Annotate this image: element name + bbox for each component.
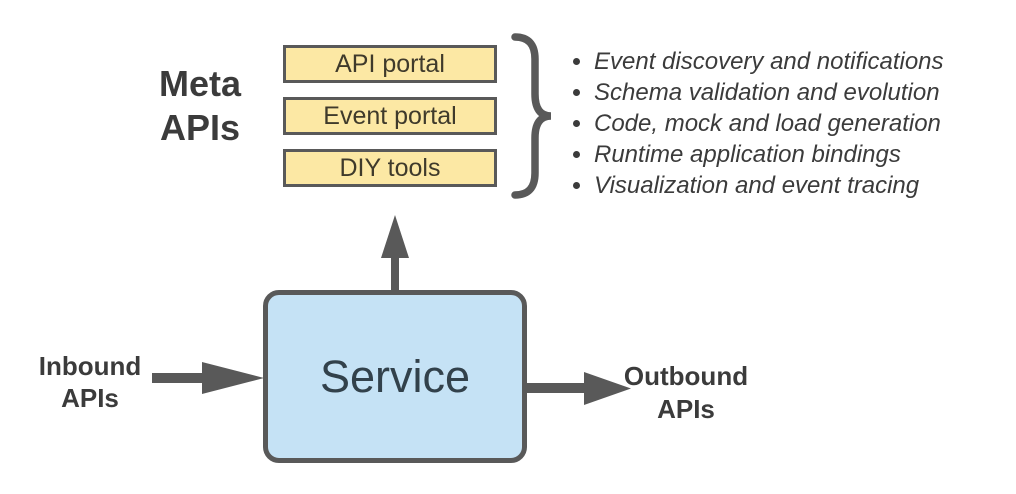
inbound-label-line2: APIs: [61, 383, 119, 413]
feature-item: Event discovery and notifications: [594, 46, 1016, 77]
outbound-arrow-icon: [526, 372, 631, 405]
inbound-apis-label: Inbound APIs: [28, 350, 152, 414]
inbound-arrow-icon: [152, 362, 264, 394]
outbound-label-line1: Outbound: [623, 361, 749, 391]
feature-item: Runtime application bindings: [594, 139, 1016, 170]
diy-tools-box: DIY tools: [283, 149, 497, 187]
up-arrow-icon: [381, 215, 409, 291]
curly-brace-icon: [511, 33, 552, 199]
outbound-label-line2: APIs: [657, 394, 715, 424]
service-box: Service: [263, 290, 527, 463]
feature-item: Schema validation and evolution: [594, 77, 1016, 108]
feature-list: Event discovery and notifications Schema…: [570, 46, 1016, 201]
meta-apis-label-line1: Meta: [158, 63, 242, 104]
outbound-apis-label: Outbound APIs: [612, 360, 760, 426]
api-portal-box: API portal: [283, 45, 497, 83]
feature-item: Code, mock and load generation: [594, 108, 1016, 139]
meta-apis-label-line2: APIs: [159, 107, 241, 148]
event-portal-box: Event portal: [283, 97, 497, 135]
meta-apis-label: Meta APIs: [140, 62, 260, 150]
feature-item: Visualization and event tracing: [594, 170, 1016, 201]
inbound-label-line1: Inbound: [38, 351, 142, 381]
